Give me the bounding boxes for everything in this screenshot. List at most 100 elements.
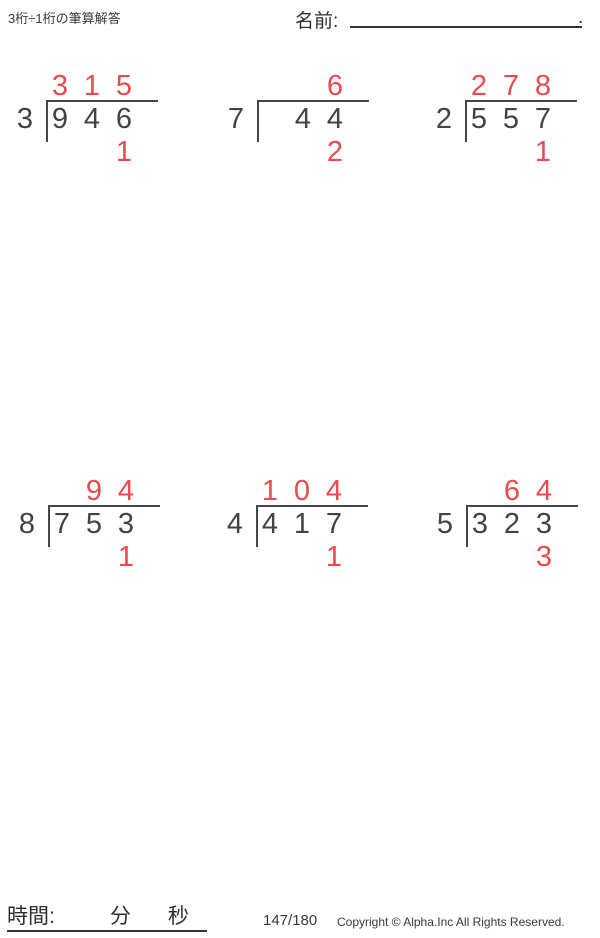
dividend-digit: 7: [325, 508, 343, 540]
divisor: 7: [227, 103, 245, 135]
dividend-row: 9 4 6: [44, 105, 140, 134]
divisor: 5: [436, 508, 454, 540]
dividend-digit: 4: [294, 103, 312, 135]
quotient-digit: 6: [503, 475, 521, 507]
remainder-digit: [287, 138, 319, 167]
quotient-digit: [287, 72, 319, 101]
dividend-digit: 5: [502, 103, 520, 135]
quotient-digit: 4: [325, 475, 343, 507]
division-problem-3: 2 2 7 8 5 5 7 1: [427, 72, 597, 172]
division-bracket-line: [46, 100, 48, 142]
seconds-label: 秒: [167, 905, 189, 928]
remainder-digit: [46, 543, 78, 572]
quotient-digit: 4: [117, 475, 135, 507]
division-bracket-line: [465, 100, 467, 142]
remainder-digit: [286, 543, 318, 572]
quotient-digit: 1: [261, 475, 279, 507]
worksheet-title: 3桁÷1桁の筆算解答: [8, 11, 121, 26]
remainder-digit: [464, 543, 496, 572]
division-bracket-line: [466, 505, 468, 547]
dividend-digit: 6: [115, 103, 133, 135]
division-vinculum: [465, 100, 577, 102]
remainder-digit: [76, 138, 108, 167]
division-bracket-line: [256, 505, 258, 547]
dividend-digit: 7: [534, 103, 552, 135]
remainder-digit: [254, 543, 286, 572]
divisor: 8: [18, 508, 36, 540]
remainder-digit: 2: [326, 136, 344, 168]
quotient-row: 6: [255, 72, 351, 101]
minutes-label: 分: [109, 905, 131, 928]
divisor: 4: [226, 508, 244, 540]
remainder-digit: [495, 138, 527, 167]
quotient-row: 9 4: [46, 477, 142, 506]
time-label: 時間:: [7, 905, 55, 928]
dividend-digit: [255, 105, 287, 134]
quotient-row: 1 0 4: [254, 477, 350, 506]
name-label: 名前:: [295, 11, 339, 32]
dividend-digit: 9: [51, 103, 69, 135]
dividend-row: 4 1 7: [254, 510, 350, 539]
dividend-row: 3 2 3: [464, 510, 560, 539]
division-vinculum: [466, 505, 578, 507]
time-entry-line: 時間: 分 秒: [7, 902, 207, 932]
quotient-digit: 7: [502, 70, 520, 102]
name-entry-line: [350, 0, 582, 28]
remainder-row: 1: [254, 543, 350, 572]
quotient-digit: [464, 477, 496, 506]
dividend-digit: 5: [85, 508, 103, 540]
quotient-digit: 1: [83, 70, 101, 102]
remainder-digit: 1: [115, 136, 133, 168]
dividend-digit: 2: [503, 508, 521, 540]
remainder-digit: [44, 138, 76, 167]
division-problem-4: 8 9 4 7 5 3 1: [10, 477, 180, 577]
quotient-digit: 8: [534, 70, 552, 102]
dividend-digit: 3: [471, 508, 489, 540]
remainder-digit: [496, 543, 528, 572]
remainder-digit: 1: [117, 541, 135, 573]
name-line-period: .: [578, 7, 584, 28]
division-problem-6: 5 6 4 3 2 3 3: [428, 477, 598, 577]
dividend-digit: 4: [326, 103, 344, 135]
division-vinculum: [46, 100, 158, 102]
remainder-row: 3: [464, 543, 560, 572]
division-bracket-line: [48, 505, 50, 547]
dividend-digit: 1: [293, 508, 311, 540]
dividend-digit: 4: [261, 508, 279, 540]
dividend-digit: 4: [83, 103, 101, 135]
remainder-digit: 3: [535, 541, 553, 573]
remainder-digit: 1: [325, 541, 343, 573]
quotient-digit: [46, 477, 78, 506]
quotient-digit: 5: [115, 70, 133, 102]
remainder-row: 1: [44, 138, 140, 167]
quotient-digit: 4: [535, 475, 553, 507]
division-problem-1: 3 3 1 5 9 4 6 1: [8, 72, 178, 172]
quotient-digit: 2: [470, 70, 488, 102]
remainder-digit: [463, 138, 495, 167]
divisor: 3: [16, 103, 34, 135]
quotient-digit: [255, 72, 287, 101]
dividend-digit: 7: [53, 508, 71, 540]
quotient-row: 6 4: [464, 477, 560, 506]
remainder-row: 1: [463, 138, 559, 167]
page-number: 147/180: [263, 912, 318, 929]
quotient-digit: 3: [51, 70, 69, 102]
division-bracket-line: [257, 100, 259, 142]
remainder-digit: [78, 543, 110, 572]
quotient-row: 3 1 5: [44, 72, 140, 101]
dividend-row: 7 5 3: [46, 510, 142, 539]
dividend-digit: 3: [535, 508, 553, 540]
remainder-digit: [255, 138, 287, 167]
dividend-row: 4 4: [255, 105, 351, 134]
quotient-digit: 6: [326, 70, 344, 102]
remainder-row: 2: [255, 138, 351, 167]
division-vinculum: [257, 100, 369, 102]
remainder-digit: 1: [534, 136, 552, 168]
dividend-digit: 5: [470, 103, 488, 135]
division-problem-5: 4 1 0 4 4 1 7 1: [218, 477, 388, 577]
dividend-row: 5 5 7: [463, 105, 559, 134]
divisor: 2: [435, 103, 453, 135]
quotient-digit: 9: [85, 475, 103, 507]
quotient-row: 2 7 8: [463, 72, 559, 101]
copyright-notice: Copyright © Alpha.Inc All Rights Reserve…: [337, 915, 565, 929]
